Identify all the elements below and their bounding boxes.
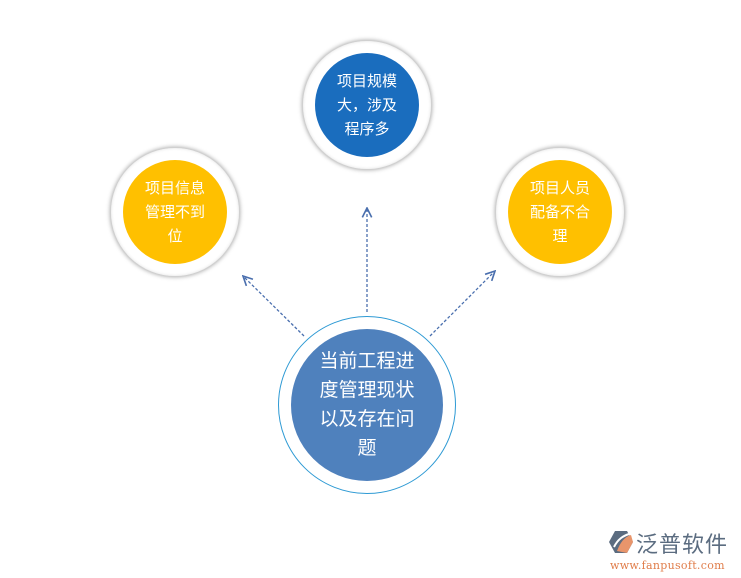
node-center-label: 当前工程进度管理现状以及存在问题 bbox=[319, 350, 415, 459]
node-left-label: 项目信息管理不到位 bbox=[144, 179, 205, 245]
logo-url: www.fanpusoft.com bbox=[610, 559, 725, 572]
arrow-to-right bbox=[429, 271, 495, 337]
fanpu-logo-icon bbox=[609, 531, 633, 553]
node-top-label: 项目规模大，涉及程序多 bbox=[336, 72, 397, 138]
fanpu-logo: 泛普软件 www.fanpusoft.com bbox=[608, 527, 738, 572]
node-left: 项目信息管理不到位 bbox=[110, 147, 240, 277]
node-right: 项目人员配备不合理 bbox=[495, 147, 625, 277]
node-top: 项目规模大，涉及程序多 bbox=[302, 40, 432, 170]
arrow-to-left bbox=[243, 276, 305, 337]
node-center-fill: 当前工程进度管理现状以及存在问题 bbox=[291, 329, 443, 481]
node-top-fill: 项目规模大，涉及程序多 bbox=[315, 53, 419, 157]
node-left-fill: 项目信息管理不到位 bbox=[123, 160, 227, 264]
logo-name: 泛普软件 bbox=[636, 533, 729, 558]
node-right-fill: 项目人员配备不合理 bbox=[508, 160, 612, 264]
node-center: 当前工程进度管理现状以及存在问题 bbox=[278, 316, 456, 494]
node-right-label: 项目人员配备不合理 bbox=[529, 179, 590, 245]
